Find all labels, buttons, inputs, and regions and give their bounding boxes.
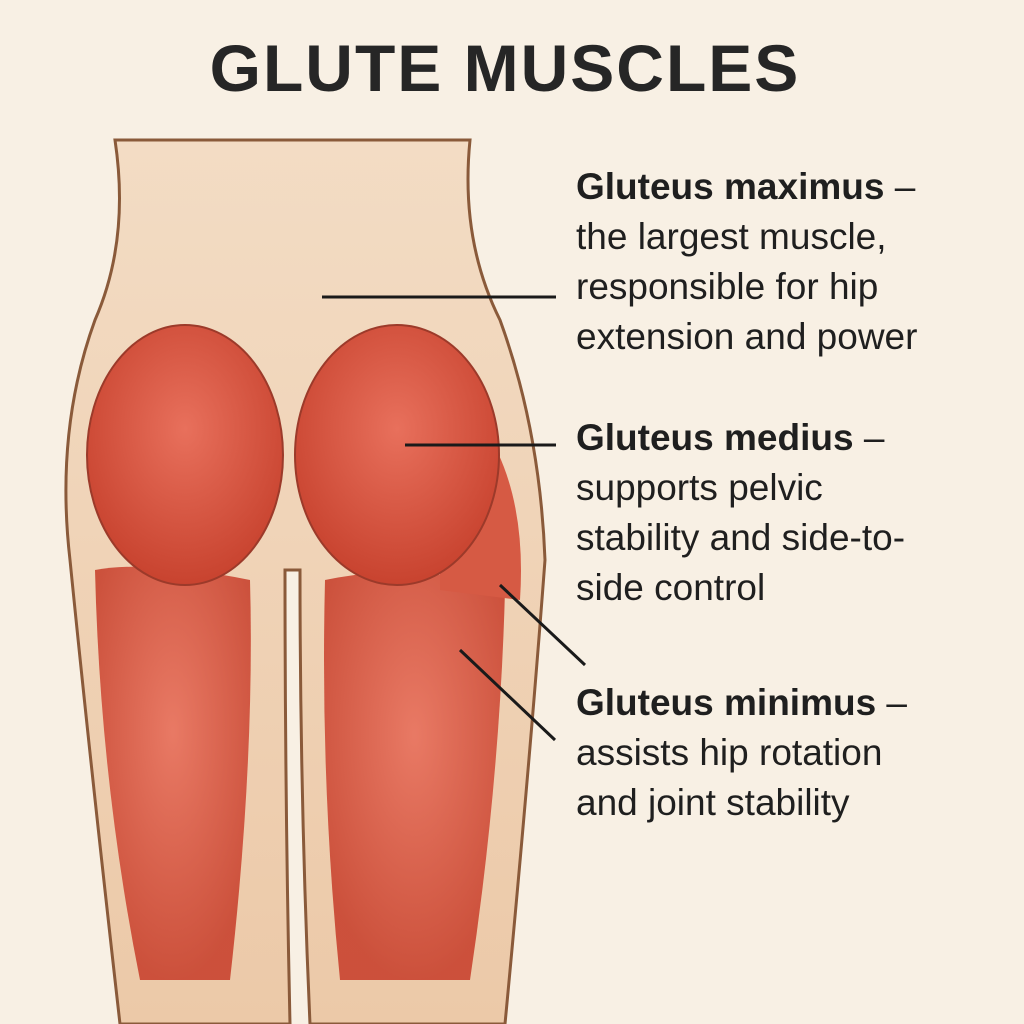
page-title: GLUTE MUSCLES [209, 31, 801, 105]
label-line: and joint stability [576, 782, 850, 823]
label-gluteus-maximus: Gluteus maximus – the largest muscle, re… [576, 162, 917, 362]
label-line: side control [576, 567, 766, 608]
left-gluteus-maximus [86, 324, 284, 586]
left-thigh-muscle [95, 566, 251, 980]
label-name: Gluteus medius [576, 417, 854, 458]
label-line: the largest muscle, [576, 216, 887, 257]
label-name: Gluteus minimus [576, 682, 877, 723]
label-line: responsible for hip [576, 266, 879, 307]
label-gluteus-minimus: Gluteus minimus – assists hip rotation a… [576, 678, 907, 828]
right-thigh-muscle [324, 572, 505, 980]
label-line: stability and side-to- [576, 517, 906, 558]
leader-line-minimus-b [458, 648, 557, 742]
label-line: supports pelvic [576, 467, 823, 508]
label-name: Gluteus maximus [576, 166, 885, 207]
label-gluteus-medius: Gluteus medius – supports pelvic stabili… [576, 413, 905, 613]
leader-line-minimus-a [498, 583, 587, 667]
right-gluteus-maximus [294, 324, 500, 586]
label-line: extension and power [576, 316, 918, 357]
label-line: assists hip rotation [576, 732, 883, 773]
